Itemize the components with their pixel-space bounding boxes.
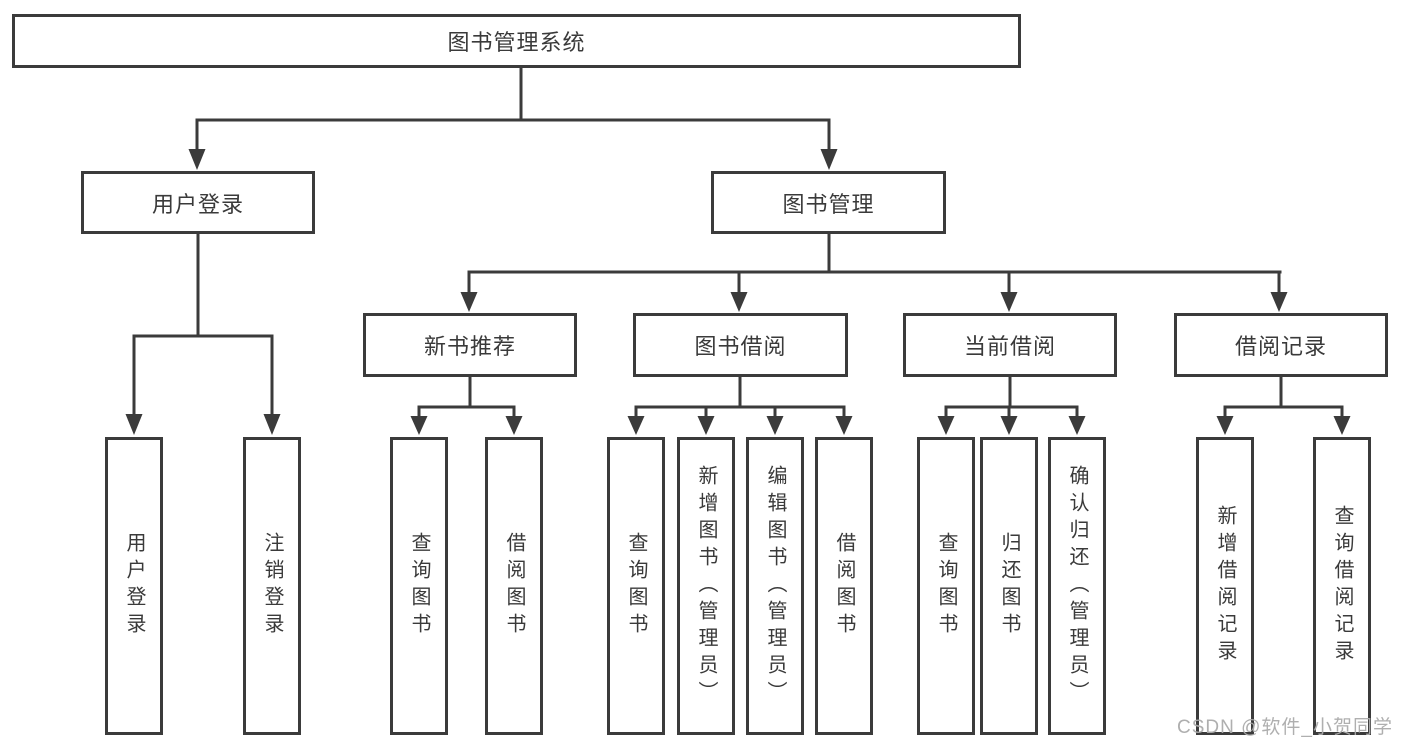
node-label: 用户登录 bbox=[123, 532, 145, 640]
leaf-current-query-book: 查询图书 bbox=[917, 437, 975, 735]
node-label: 查询图书 bbox=[935, 532, 957, 640]
node-label: 注销登录 bbox=[261, 532, 283, 640]
node-label: 查询图书 bbox=[625, 532, 647, 640]
csdn-watermark: CSDN @软件_小贺同学 bbox=[1177, 717, 1393, 738]
node-label: 借阅图书 bbox=[503, 532, 525, 640]
node-label: 用户登录 bbox=[151, 191, 244, 217]
node-label: 查询图书 bbox=[408, 532, 430, 640]
node-book-borrow: 图书借阅 bbox=[633, 313, 848, 377]
leaf-borrow-borrow-book: 借阅图书 bbox=[815, 437, 873, 735]
node-borrow-record: 借阅记录 bbox=[1174, 313, 1388, 377]
leaf-borrow-query-book: 查询图书 bbox=[607, 437, 665, 735]
leaf-recommend-query-book: 查询图书 bbox=[390, 437, 448, 735]
node-label: 借阅图书 bbox=[833, 532, 855, 640]
node-label: 当前借阅 bbox=[963, 334, 1056, 359]
node-label: 借阅记录 bbox=[1234, 334, 1327, 359]
leaf-query-borrow-record: 查询借阅记录 bbox=[1313, 437, 1371, 735]
leaf-confirm-return-admin: 确认归还（管理员） bbox=[1048, 437, 1106, 735]
node-library-management-system: 图书管理系统 bbox=[12, 14, 1021, 68]
node-label: 查询借阅记录 bbox=[1331, 505, 1353, 667]
leaf-add-borrow-record: 新增借阅记录 bbox=[1196, 437, 1254, 735]
node-label: 新增图书（管理员） bbox=[695, 464, 717, 708]
node-new-book-recommend: 新书推荐 bbox=[363, 313, 577, 377]
leaf-recommend-borrow-book: 借阅图书 bbox=[485, 437, 543, 735]
node-label: 新书推荐 bbox=[423, 334, 516, 359]
node-label: 归还图书 bbox=[998, 532, 1020, 640]
leaf-logout-login: 注销登录 bbox=[243, 437, 301, 735]
leaf-return-book: 归还图书 bbox=[980, 437, 1038, 735]
node-label: 确认归还（管理员） bbox=[1066, 464, 1088, 708]
node-label: 新增借阅记录 bbox=[1214, 505, 1236, 667]
node-user-login: 用户登录 bbox=[81, 171, 315, 234]
node-current-borrow: 当前借阅 bbox=[903, 313, 1117, 377]
node-label: 图书借阅 bbox=[694, 334, 787, 359]
node-book-management: 图书管理 bbox=[711, 171, 946, 234]
node-label: 图书管理系统 bbox=[447, 30, 586, 55]
leaf-edit-book-admin: 编辑图书（管理员） bbox=[746, 437, 804, 735]
node-label: 图书管理 bbox=[782, 191, 875, 217]
node-label: 编辑图书（管理员） bbox=[764, 464, 786, 708]
leaf-add-book-admin: 新增图书（管理员） bbox=[677, 437, 735, 735]
leaf-user-login: 用户登录 bbox=[105, 437, 163, 735]
